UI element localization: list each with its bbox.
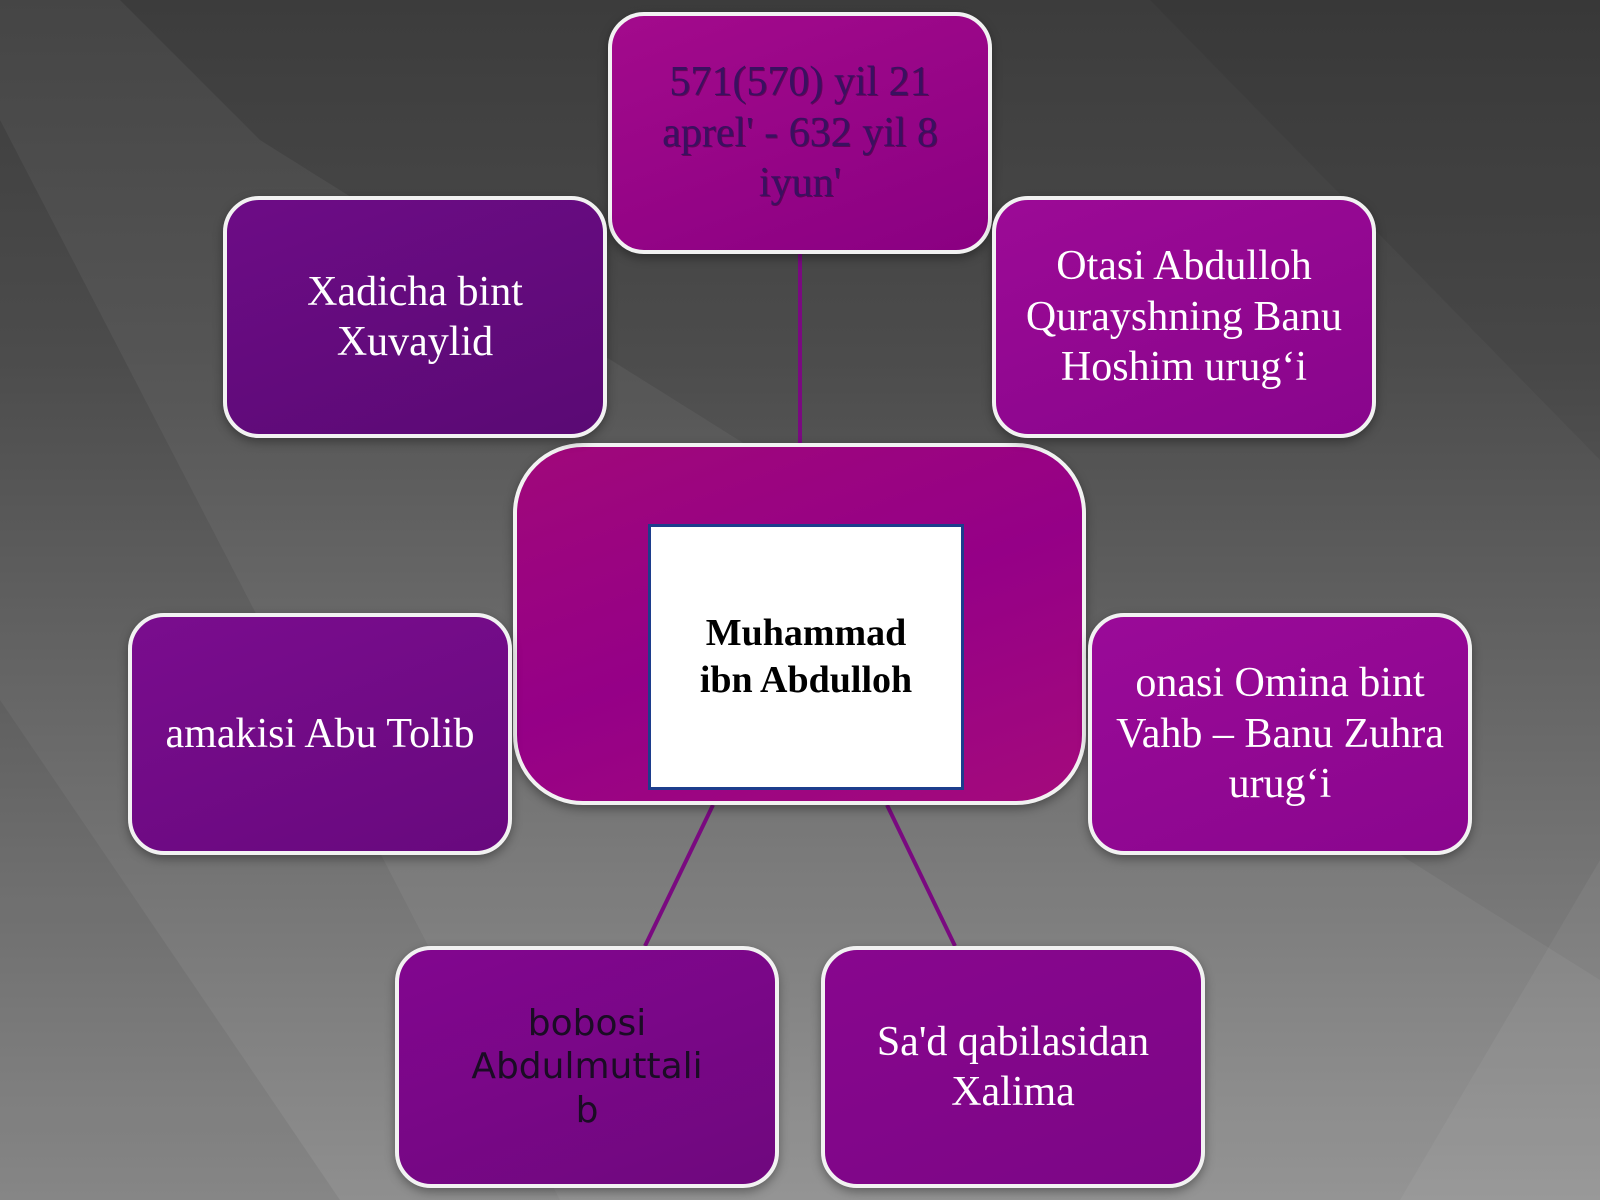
node-mother-text: onasi Omina bint Vahb – Banu Zuhra urug‘… [1116, 660, 1444, 808]
node-wife-text: Xadicha bint Xuvaylid [307, 268, 523, 365]
node-lifespan: 571(570) yil 21 aprel' - 632 yil 8 iyun' [608, 12, 992, 254]
node-grandfather: bobosi Abdulmuttali b [395, 946, 779, 1188]
node-grandfather-text: bobosi Abdulmuttali b [471, 1003, 703, 1131]
node-nurse: Sa'd qabilasidan Xalima [821, 946, 1205, 1188]
node-father: Otasi Abdulloh Qurayshning Banu Hoshim u… [992, 196, 1376, 438]
node-father-text: Otasi Abdulloh Qurayshning Banu Hoshim u… [1025, 243, 1343, 391]
node-lifespan-text: 571(570) yil 21 aprel' - 632 yil 8 iyun' [662, 59, 938, 207]
node-wife: Xadicha bint Xuvaylid [223, 196, 607, 438]
node-mother: onasi Omina bint Vahb – Banu Zuhra urug‘… [1088, 613, 1472, 855]
node-nurse-text: Sa'd qabilasidan Xalima [876, 1018, 1150, 1115]
center-title-box: Muhammad ibn Abdulloh [648, 524, 964, 790]
connector-bottom-right [885, 804, 957, 947]
node-uncle-text: amakisi Abu Tolib [165, 710, 475, 757]
center-title: Muhammad ibn Abdulloh [699, 611, 913, 702]
connector-bottom-left [643, 804, 715, 947]
node-uncle: amakisi Abu Tolib [128, 613, 512, 855]
